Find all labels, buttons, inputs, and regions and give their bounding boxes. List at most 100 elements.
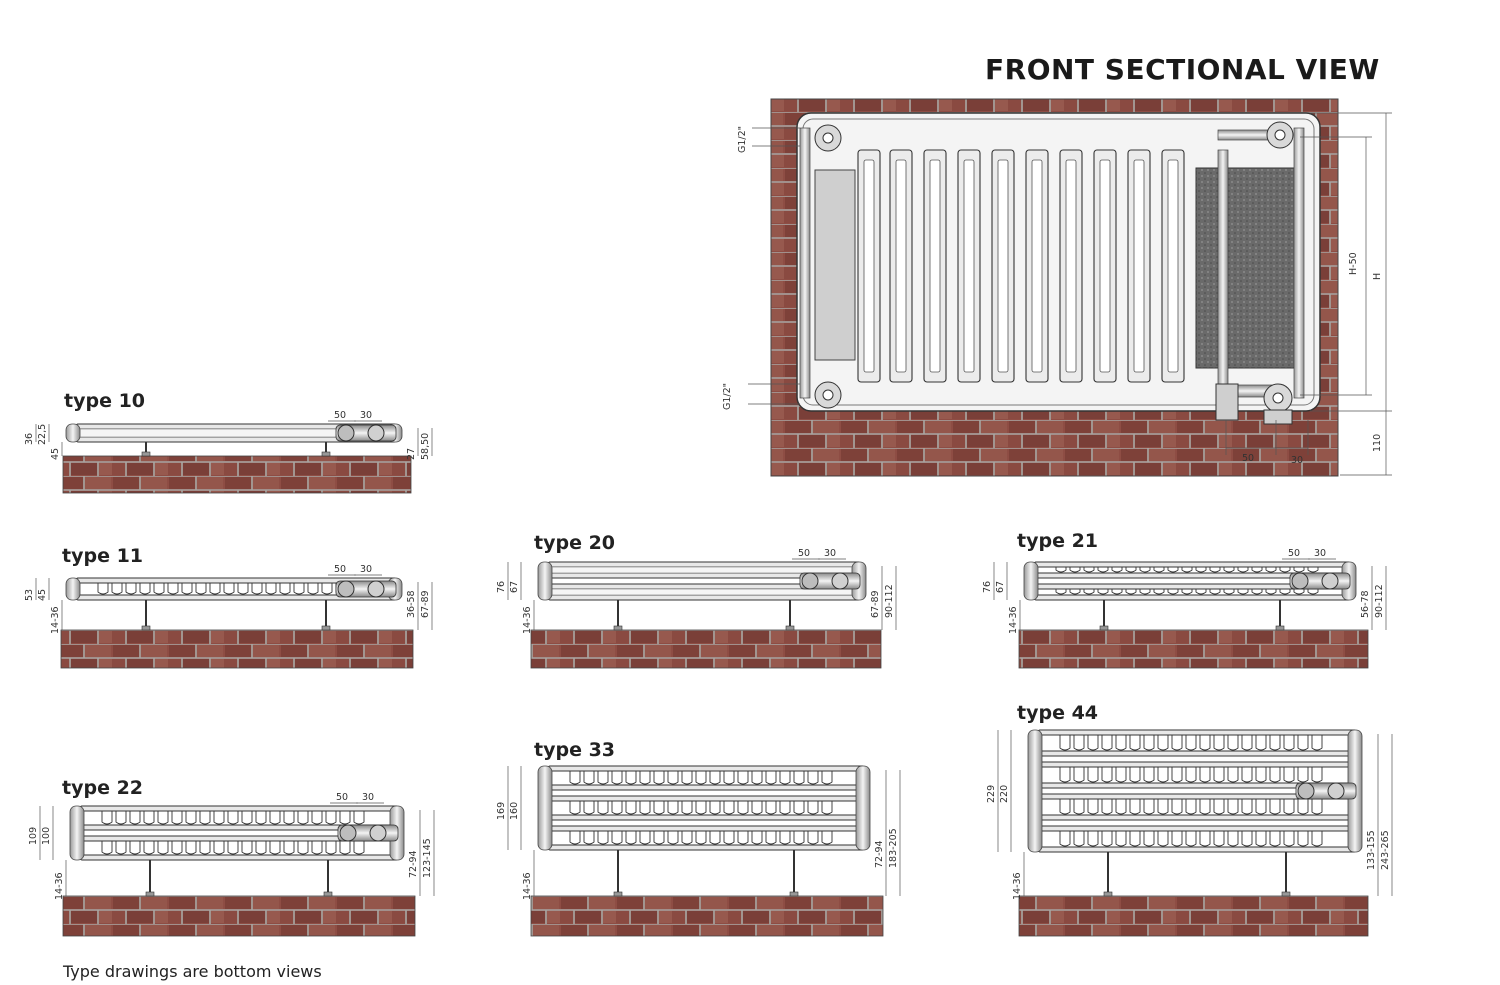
- dim-label: 169: [496, 802, 507, 820]
- valve-fitting: [1297, 782, 1315, 800]
- convector-fins: [569, 771, 833, 785]
- end-cap-left: [537, 561, 553, 601]
- convector-fins: [1059, 799, 1323, 815]
- dim-label: 58,50: [420, 433, 431, 460]
- dim-label: 45: [50, 448, 61, 460]
- dim-label: 56-78: [1360, 590, 1371, 618]
- panel-plate: [547, 561, 861, 568]
- dim-label: 67-89: [420, 590, 431, 618]
- dim-label: 67-89: [870, 590, 881, 618]
- dim-label: 100: [41, 827, 52, 845]
- dim-label: 45: [37, 589, 48, 601]
- dim-label: 14-36: [1008, 606, 1019, 634]
- fitting-top-left: [814, 124, 842, 152]
- dim-label: 50: [334, 410, 346, 421]
- dim-label: 50: [798, 548, 810, 559]
- panel-plate: [547, 825, 865, 832]
- dim-label: 72-94: [408, 850, 419, 878]
- thread-bottom-label: G1/2": [722, 383, 733, 410]
- wall-brick: [62, 455, 412, 494]
- wall-brick: [530, 895, 884, 937]
- dim-label: 14-36: [50, 606, 61, 634]
- convector-fins: [1059, 735, 1323, 751]
- panel-plate: [547, 795, 865, 802]
- end-cap-left: [65, 423, 81, 443]
- type-label: type 44: [1017, 702, 1098, 724]
- dim-label: 229: [986, 785, 997, 803]
- fitting-bottom-left: [814, 381, 842, 409]
- dim-label: 30: [824, 548, 836, 559]
- fitting-top-right: [1266, 121, 1294, 149]
- end-cap-right: [855, 765, 871, 851]
- type-label: type 10: [64, 390, 145, 412]
- dim-label: 133-155: [1366, 830, 1377, 870]
- dim-label: 76: [496, 581, 507, 593]
- panel-plate: [1037, 761, 1357, 768]
- dim-label: 30: [362, 792, 374, 803]
- wall-brick: [1018, 895, 1369, 937]
- thread-top-label: G1/2": [737, 126, 748, 153]
- panel-plate: [1037, 729, 1357, 736]
- end-cap-left: [69, 805, 85, 861]
- dim-label: 50: [336, 792, 348, 803]
- dim-label: 30: [360, 410, 372, 421]
- wall-brick: [62, 895, 416, 937]
- valve-fitting: [1291, 572, 1309, 590]
- footnote: Type drawings are bottom views: [62, 962, 322, 981]
- dim-label: 36-58: [406, 590, 417, 618]
- dim-label: 76: [982, 581, 993, 593]
- dim-label: 67: [995, 581, 1006, 593]
- convector-fins: [1059, 767, 1323, 783]
- dim-label: 50: [1288, 548, 1300, 559]
- dim-110: 110: [1372, 434, 1383, 452]
- convector-fins: [97, 583, 375, 595]
- dim-label: 30: [1314, 548, 1326, 559]
- convector-fins: [101, 811, 365, 825]
- dim-label: 14-36: [522, 872, 533, 900]
- dim-label: 14-36: [54, 872, 65, 900]
- type-label: type 20: [534, 532, 615, 554]
- dim-label: 220: [999, 785, 1010, 803]
- dim-label: 160: [509, 802, 520, 820]
- dim-label: 53: [24, 589, 35, 601]
- dim-label: 67: [509, 581, 520, 593]
- convector-fins: [569, 801, 833, 815]
- convector-fins: [1055, 589, 1319, 595]
- dim-label: 72-94: [874, 840, 885, 868]
- panel-plate: [1033, 561, 1351, 568]
- dim-h-minus-50: H-50: [1348, 252, 1359, 275]
- end-cap-left: [65, 577, 81, 601]
- dim-50: 50: [1242, 453, 1254, 464]
- type-label: type 22: [62, 777, 143, 799]
- dim-label: 14-36: [522, 606, 533, 634]
- dim-30: 30: [1291, 455, 1303, 466]
- dim-label: 27: [406, 448, 417, 460]
- dim-label: 90-112: [884, 584, 895, 618]
- convector-fins: [1195, 167, 1297, 369]
- convector-fins: [101, 841, 365, 855]
- dim-label: 22,5: [37, 424, 48, 445]
- dim-label: 90-112: [1374, 584, 1385, 618]
- dim-label: 123-145: [422, 838, 433, 878]
- dim-label: 36: [24, 433, 35, 445]
- valve-fitting: [337, 424, 355, 442]
- convector-fins: [569, 831, 833, 845]
- end-cap-left: [1027, 729, 1043, 853]
- dim-label: 30: [360, 564, 372, 575]
- dim-label: 14-36: [1012, 872, 1023, 900]
- dim-label: 109: [28, 827, 39, 845]
- fitting-bottom-right: [1263, 383, 1293, 413]
- type-label: type 21: [1017, 530, 1098, 552]
- panel-plate: [1037, 825, 1357, 832]
- front-sectional-view: FRONT SECTIONAL VIEW: [722, 53, 1392, 477]
- convector-fins: [1059, 831, 1323, 847]
- wall-brick: [60, 629, 414, 669]
- valve-fitting: [337, 580, 355, 598]
- dim-label: 50: [334, 564, 346, 575]
